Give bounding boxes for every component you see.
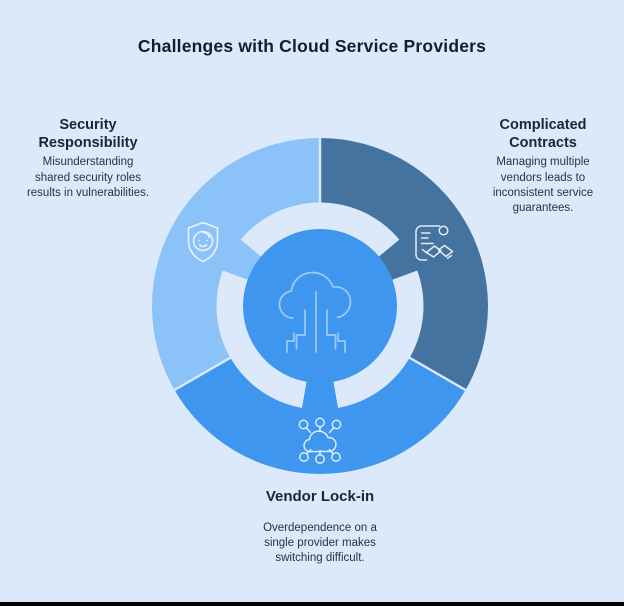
callout-security-responsibility: Security Responsibility Misunderstanding… [4,116,172,201]
spoke-vendor [301,374,339,410]
cloud-circuit-icon [278,271,352,353]
callout-vendor-lock-in: Vendor Lock-in Overdependence on a singl… [217,488,423,567]
callout-body-contracts: Managing multiple vendors leads to incon… [492,156,594,215]
callout-heading-vendor: Vendor Lock-in [265,488,375,505]
shield-user-icon [187,221,219,263]
callout-heading-security: Security Responsibility [38,117,138,152]
cloud-network-icon [298,417,342,464]
center-circle [243,229,397,383]
callout-body-vendor: Overdependence on a single provider make… [263,521,377,565]
footer-bar [0,602,624,606]
callout-body-security: Misunderstanding shared security roles r… [26,156,150,199]
page-title: Challenges with Cloud Service Providers [137,36,487,56]
contract-handshake-icon [415,225,454,261]
callout-heading-contracts: Complicated Contracts [499,117,587,152]
callout-complicated-contracts: Complicated Contracts Managing multiple … [458,116,624,216]
